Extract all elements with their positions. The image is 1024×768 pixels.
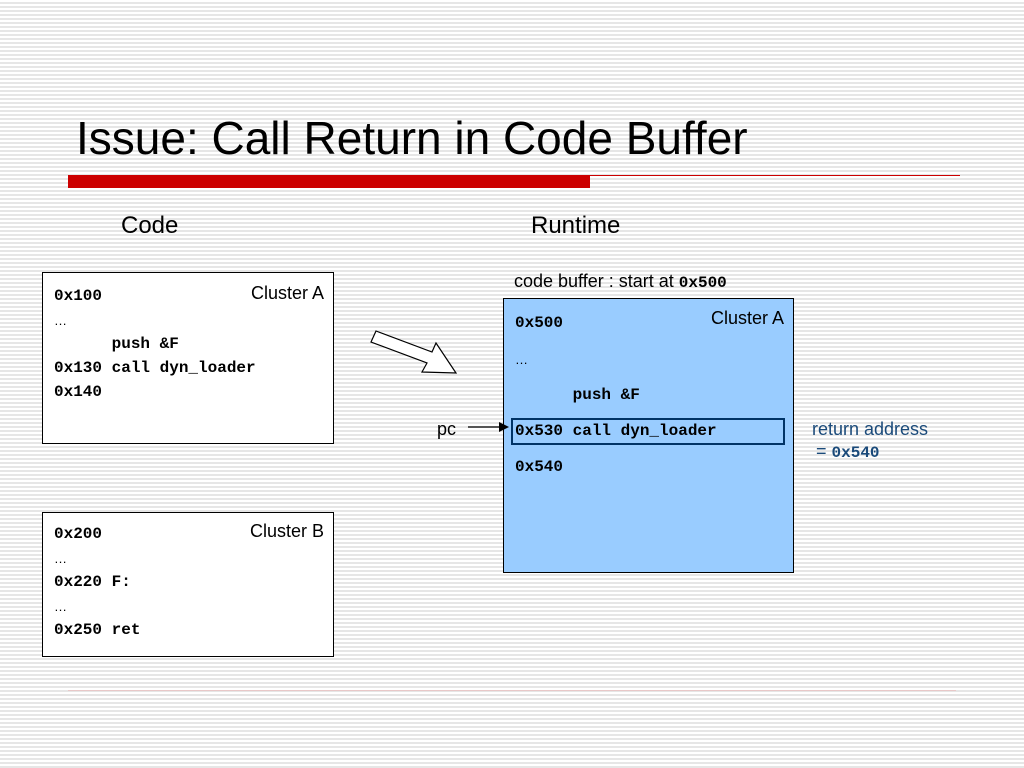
code-line-current: 0x530 call dyn_loader [515, 422, 717, 440]
code-line: 0x100 [54, 287, 103, 305]
return-address-value-line: = 0x540 [816, 440, 880, 464]
code-line: 0x200 [54, 525, 103, 543]
footer-rule [68, 690, 956, 691]
transform-arrow-icon [370, 330, 458, 374]
cluster-a-code-box: Cluster A 0x100 … push &F 0x130 call dyn… [42, 272, 334, 444]
code-line: 0x130 call dyn_loader [54, 359, 256, 377]
code-line: 0x540 [515, 458, 564, 476]
title-underline-bar [68, 175, 590, 188]
code-line: 0x250 ret [54, 621, 141, 639]
title-underline-rule [590, 175, 960, 176]
slide-title: Issue: Call Return in Code Buffer [76, 112, 748, 164]
runtime-heading: Runtime [531, 212, 621, 239]
return-address-equals: = [816, 441, 832, 461]
ellipsis: … [54, 551, 67, 566]
current-instruction-highlight [511, 418, 785, 445]
return-address-label: return address [812, 419, 929, 439]
runtime-cluster-a-label: Cluster A [710, 308, 784, 328]
code-buffer-label-text: code buffer : start at [514, 271, 679, 291]
cluster-b-code-box: Cluster B 0x200 … 0x220 F: … 0x250 ret [42, 512, 334, 657]
code-line: 0x140 [54, 383, 103, 401]
code-buffer-start-address: 0x500 [678, 274, 727, 292]
cluster-b-label: Cluster B [249, 521, 324, 541]
code-line: 0x500 [515, 314, 564, 332]
code-buffer-label: code buffer : start at 0x500 [514, 270, 727, 294]
code-line: 0x220 F: [54, 573, 131, 591]
pc-arrow-icon [468, 422, 509, 432]
ellipsis: … [54, 313, 67, 328]
runtime-code-buffer: Cluster A 0x500 … push &F 0x530 call dyn… [503, 298, 794, 573]
code-heading: Code [121, 212, 179, 239]
code-line: push &F [515, 386, 640, 404]
cluster-a-label: Cluster A [250, 283, 324, 303]
pc-label: pc [437, 419, 457, 439]
code-line: push &F [54, 335, 179, 353]
return-address-value: 0x540 [831, 444, 880, 462]
ellipsis: … [515, 352, 528, 367]
ellipsis: … [54, 599, 67, 614]
